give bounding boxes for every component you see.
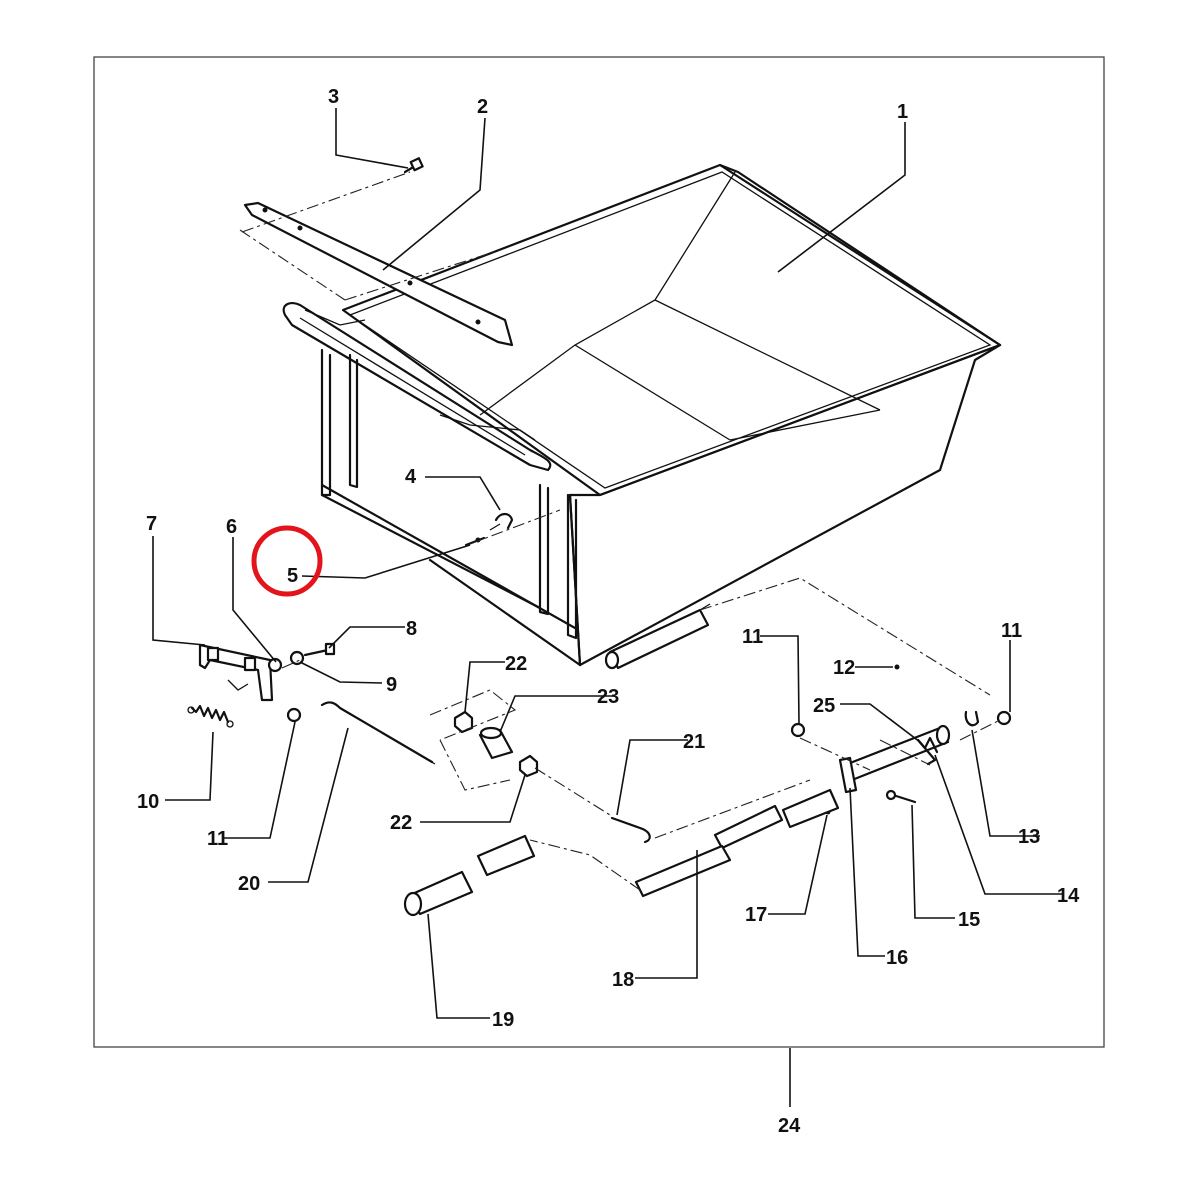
callout-2: 2 (477, 96, 488, 118)
nut-part-upper (453, 710, 474, 734)
lever-tube-part (634, 788, 840, 898)
callout-9: 9 (386, 674, 397, 696)
washer-part (267, 657, 283, 673)
pin-part-right (885, 789, 917, 804)
locknut-part-center (790, 722, 806, 738)
callout-labels: 1 2 3 4 5 6 7 8 9 10 11 20 22 23 22 21 1… (137, 86, 1080, 1137)
callout-24: 24 (778, 1115, 801, 1137)
latch-bracket-part (198, 643, 274, 702)
callout-3: 3 (328, 86, 339, 108)
hopper-bin-part (341, 163, 1002, 670)
callout-13: 13 (1018, 826, 1040, 848)
small-screw-part (894, 664, 900, 670)
rod-part (320, 701, 436, 765)
collar-part (838, 756, 858, 794)
screw-part (303, 642, 336, 657)
callout-18: 18 (612, 969, 634, 991)
callout-19: 19 (492, 1009, 514, 1031)
callout-1: 1 (897, 101, 908, 123)
highlight-circle (251, 525, 323, 597)
callout-11-center: 11 (742, 626, 763, 648)
clip-part-right (964, 710, 980, 727)
spring-part (187, 704, 234, 728)
shaft-part (843, 724, 951, 782)
bolt-part (403, 157, 424, 174)
callout-7: 7 (146, 513, 157, 535)
link-rod-part (610, 816, 651, 844)
callout-23: 23 (597, 686, 619, 708)
callout-22-lower: 22 (390, 812, 412, 834)
assembly-phantom-lines (239, 171, 1001, 891)
callout-10: 10 (137, 791, 159, 813)
spring-part-right (916, 736, 939, 754)
callout-12: 12 (833, 657, 855, 679)
callout-5: 5 (287, 565, 298, 587)
locknut-part-right (996, 710, 1012, 726)
callout-6: 6 (226, 516, 237, 538)
callout-14: 14 (1057, 885, 1080, 907)
callout-11-right: 11 (1001, 620, 1022, 642)
pin-part (464, 536, 486, 547)
callout-20: 20 (238, 873, 260, 895)
leader-lines (152, 108, 1062, 1107)
plate-part (243, 201, 514, 347)
callout-17: 17 (745, 904, 767, 926)
nut-part-lower (518, 754, 539, 778)
callout-25: 25 (813, 695, 835, 717)
callout-16: 16 (886, 947, 908, 969)
nut-part (289, 650, 305, 666)
callout-11-left: 11 (207, 828, 228, 850)
callout-4: 4 (405, 466, 417, 488)
callout-22-upper: 22 (505, 653, 527, 675)
grip-part (403, 834, 536, 917)
clip-part (489, 512, 514, 531)
locknut-part-left (286, 707, 302, 723)
assembly-frame (93, 56, 1105, 1048)
callout-15: 15 (958, 909, 980, 931)
frame-handle-assembly (282, 301, 578, 640)
callout-21: 21 (683, 731, 705, 753)
callout-8: 8 (406, 618, 417, 640)
spacer-part (478, 726, 514, 760)
